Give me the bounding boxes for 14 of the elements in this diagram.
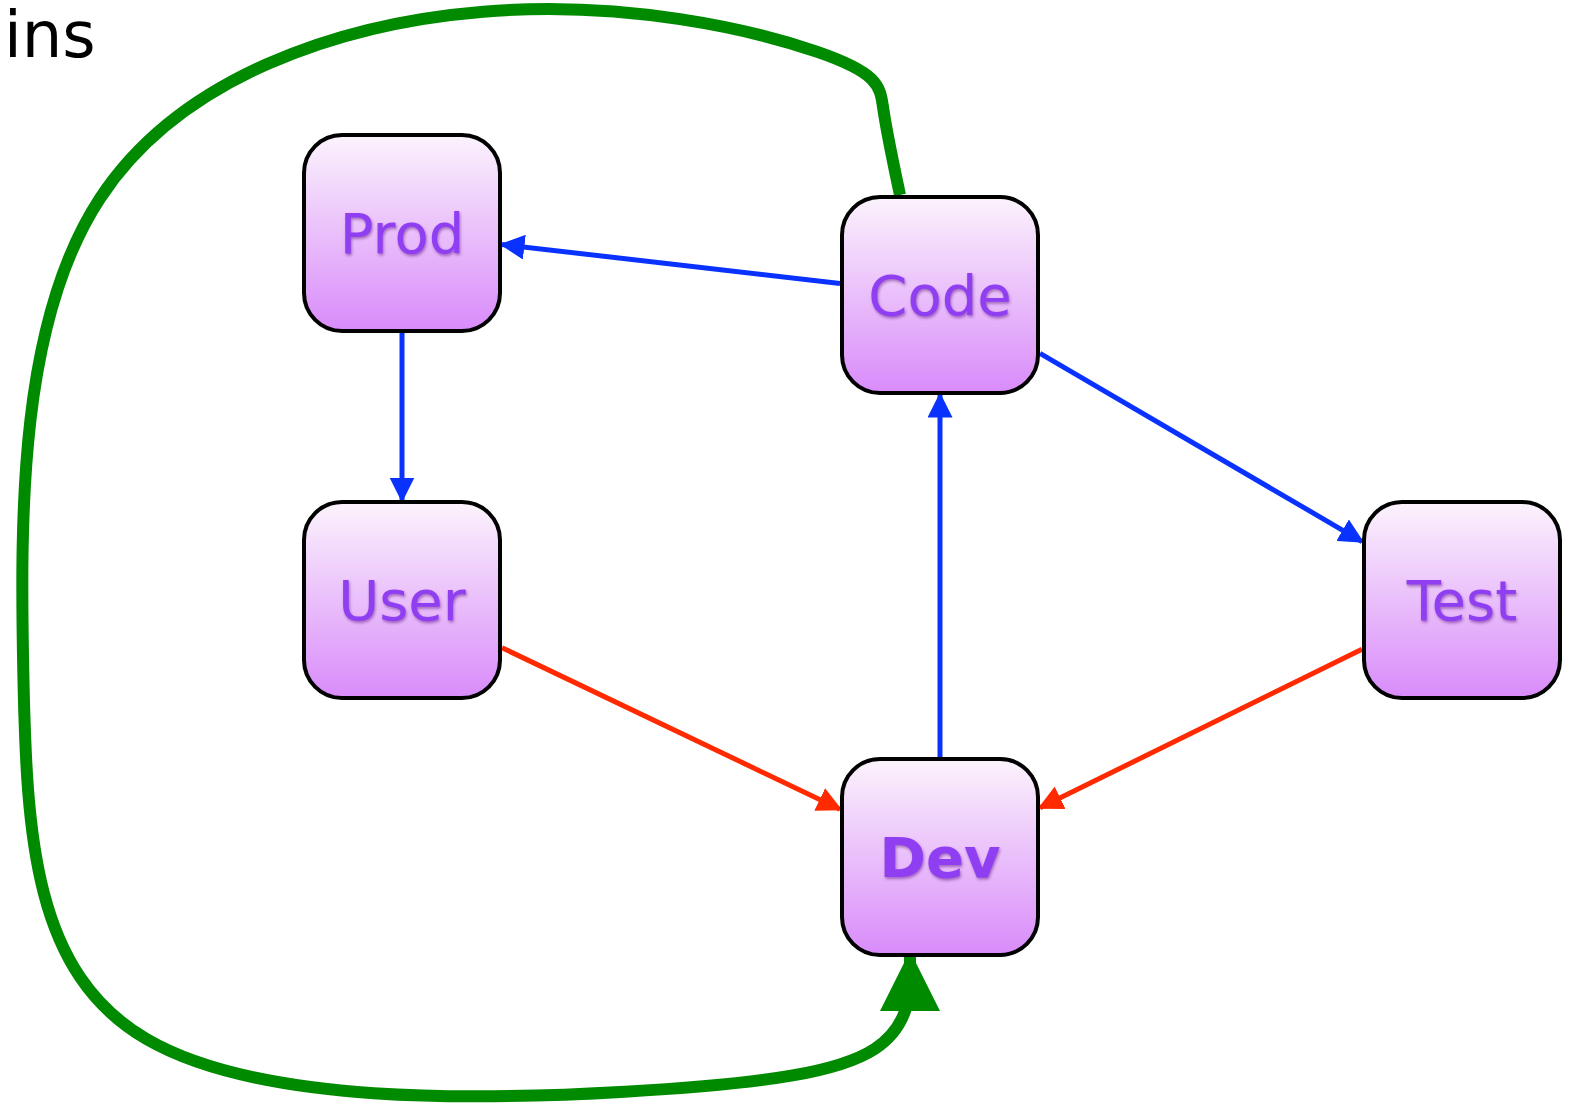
- arrow: [927, 392, 953, 757]
- process-box: [840, 757, 1040, 957]
- node-label: Prod: [339, 200, 465, 266]
- node-label: Dev: [879, 824, 1001, 890]
- process-box: [840, 195, 1040, 395]
- partial-title: ins: [4, 0, 96, 71]
- node-label: Test: [1406, 567, 1518, 633]
- process-box: [302, 133, 502, 333]
- process-box: [1362, 500, 1562, 700]
- process-box: [302, 500, 502, 700]
- arrow: [16, 3, 940, 1103]
- arrow: [389, 333, 415, 503]
- node-label: Code: [868, 262, 1012, 328]
- node-label: User: [338, 567, 466, 633]
